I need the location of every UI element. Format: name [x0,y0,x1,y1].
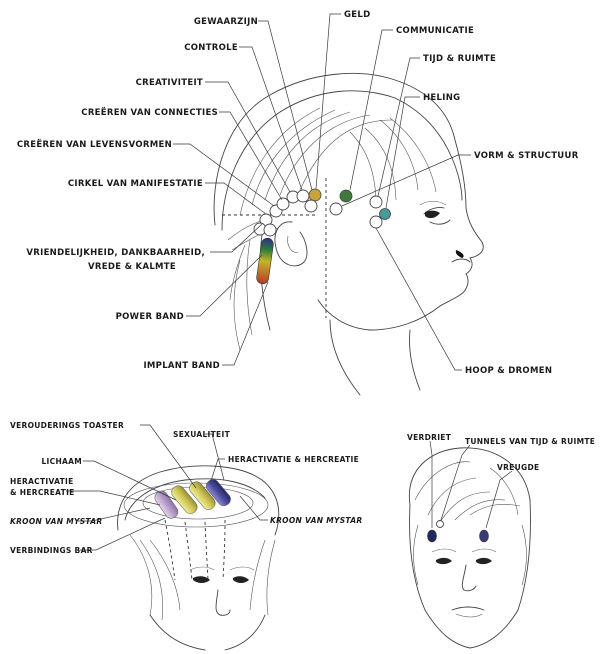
point-controle [308,188,322,202]
leader-lines-bottom-right [429,440,513,529]
label-verbindings-bar: VERBINDINGS BAR [10,546,93,555]
label-cirkel-manifestatie: CIRKEL VAN MANIFESTATIE [68,179,203,189]
point-vreugde [479,529,489,543]
label-hoop-dromen: HOOP & DROMEN [465,366,552,376]
label-kroon-mystar-left: KROON VAN MYSTAR [10,517,102,526]
point-communicatie [339,189,353,203]
label-kroon-mystar-right: KROON VAN MYSTAR [270,516,362,525]
point-tijd-ruimte [369,195,383,209]
label-geld: GELD [344,10,370,20]
label-heling: HELING [423,93,460,103]
point-ring-7 [296,189,310,203]
point-ring-5 [276,197,290,211]
labels-bottom-right: VERDRIET TUNNELS VAN TIJD & RUIMTE VREUG… [407,433,595,472]
point-ring-3 [263,223,277,237]
label-vriendelijkheid-line2: VREDE & KALMTE [88,262,176,272]
label-controle: CONTROLE [184,43,238,53]
point-ring-9 [329,202,343,216]
label-power-band: POWER BAND [116,312,184,322]
profile-head-drawing [213,72,484,396]
crown-bar-purple [154,490,179,519]
crown-bar-blue [205,479,231,507]
label-tijd-ruimte: TIJD & RUIMTE [423,54,496,64]
label-creeren-levensvormen: CREËREN VAN LEVENSVORMEN [17,139,172,150]
front-face-points [427,520,489,543]
crown-bar-yellow-2 [189,481,216,510]
point-verdriet [427,529,437,543]
label-lichaam: LICHAAM [41,457,82,466]
point-heling [379,208,391,220]
label-communicatie: COMMUNICATIE [396,26,474,36]
point-ring-8 [304,199,318,213]
leader-lines-bottom-left [66,424,268,551]
point-tunnels [436,520,444,528]
labels-top: GEWAARZIJN GELD CONTROLE COMMUNICATIE TI… [17,10,579,376]
label-gewaarzijn: GEWAARZIJN [194,17,258,27]
label-tunnels: TUNNELS VAN TIJD & RUIMTE [465,437,595,446]
profile-points [253,188,391,285]
label-implant-band: IMPLANT BAND [143,361,220,371]
label-sexualiteit: SEXUALITEIT [173,430,231,439]
label-vreugde: VREUGDE [497,463,539,472]
label-vriendelijkheid-line1: VRIENDELIJKHEID, DANKBAARHEID, [26,248,205,258]
label-verdriet: VERDRIET [407,433,452,442]
labels-bottom-left: VEROUDERINGS TOASTER SEXUALITEIT LICHAAM… [10,421,362,555]
label-heractivatie-left-1: HERACTIVATIE [10,477,74,486]
crown-bar-yellow-1 [171,485,198,514]
leader-lines-top [173,13,471,371]
label-heractivatie-top: HERACTIVATIE & HERCREATIE [228,455,359,464]
label-verouderings-toaster: VEROUDERINGS TOASTER [10,421,124,430]
power-band [256,237,274,285]
label-vorm-structuur: VORM & STRUCTUUR [474,151,579,161]
crown-head-drawing [117,465,280,651]
label-creeren-connecties: CREËREN VAN CONNECTIES [81,107,218,118]
label-heractivatie-left-2: & HERCREATIE [10,488,75,497]
label-creativiteit: CREATIVITEIT [136,78,203,88]
point-hoop-dromen [369,215,383,229]
front-face-drawing [408,447,531,649]
